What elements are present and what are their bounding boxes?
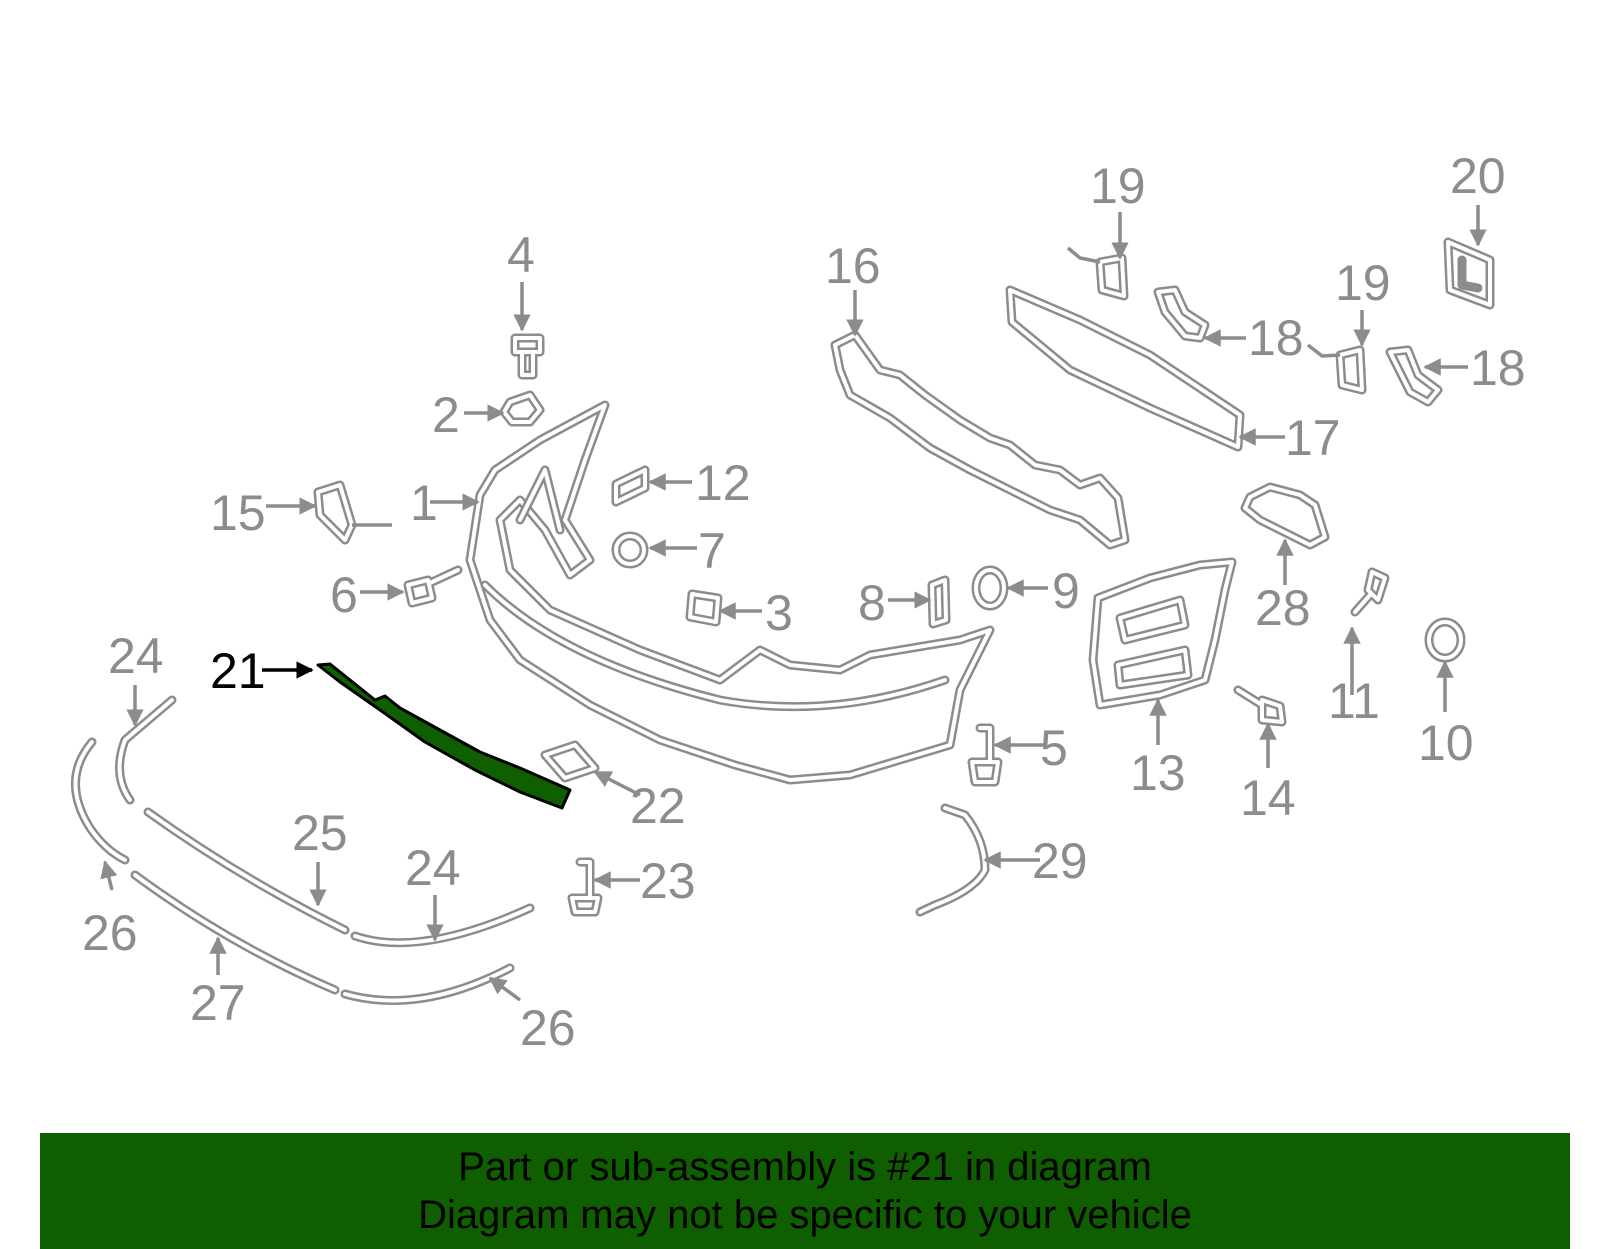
part-22-clip[interactable] — [540, 740, 600, 783]
label-19b: 19 — [1335, 255, 1391, 311]
part-20-plate[interactable] — [1443, 237, 1495, 310]
label-26a: 26 — [82, 905, 138, 961]
part-26-strip-right[interactable] — [340, 963, 515, 1005]
part-24-molding-left[interactable] — [115, 695, 177, 805]
label-29: 29 — [1032, 833, 1088, 889]
label-14: 14 — [1240, 770, 1296, 826]
part-13-guide[interactable] — [1088, 557, 1237, 710]
part-6-bolt[interactable] — [403, 565, 463, 608]
label-1: 1 — [410, 475, 438, 531]
label-20: 20 — [1450, 148, 1506, 204]
label-6: 6 — [330, 567, 358, 623]
label-24a: 24 — [108, 628, 164, 684]
part-labels: 1 2 3 4 5 6 7 8 9 10 11 12 13 14 15 16 1… — [82, 148, 1526, 1056]
part-19-plate-right[interactable] — [1306, 343, 1367, 395]
label-5: 5 — [1040, 720, 1068, 776]
label-18b: 18 — [1470, 340, 1526, 396]
part-29-harness[interactable] — [915, 803, 990, 917]
part-3-pad[interactable] — [685, 589, 723, 627]
part-1-bumper-cover[interactable] — [465, 400, 995, 785]
part-17-absorber[interactable] — [1005, 285, 1245, 452]
part-19-plate-left[interactable] — [1066, 246, 1129, 301]
part-21-highlighted[interactable] — [316, 662, 572, 810]
part-7-clip[interactable] — [611, 531, 649, 569]
banner-line-2: Diagram may not be specific to your vehi… — [418, 1193, 1192, 1237]
label-3: 3 — [765, 585, 793, 641]
part-10-nut[interactable] — [1424, 617, 1466, 663]
label-19a: 19 — [1090, 158, 1146, 214]
banner-line-1: Part or sub-assembly is #21 in diagram — [458, 1145, 1152, 1189]
part-11-rivet[interactable] — [1350, 567, 1390, 617]
label-24b: 24 — [405, 840, 461, 896]
label-28: 28 — [1255, 580, 1311, 636]
label-15: 15 — [210, 485, 266, 541]
label-11: 11 — [1328, 673, 1380, 729]
label-2: 2 — [432, 387, 460, 443]
part-14-bolt[interactable] — [1233, 685, 1287, 727]
part-18-bracket-left[interactable] — [1153, 285, 1210, 343]
leader-lines — [100, 205, 1487, 1002]
part-24-molding-right[interactable] — [350, 903, 535, 948]
label-10: 10 — [1418, 715, 1474, 771]
part-12-pad[interactable] — [611, 465, 650, 507]
part-16-reinforcement[interactable] — [830, 330, 1130, 550]
label-21: 21 — [210, 643, 266, 699]
part-15-pad[interactable] — [313, 480, 392, 545]
label-7: 7 — [698, 523, 726, 579]
label-23: 23 — [640, 853, 696, 909]
label-25: 25 — [292, 805, 348, 861]
part-8-pad[interactable] — [927, 575, 951, 629]
label-4: 4 — [507, 227, 535, 283]
part-25-molding-center[interactable] — [143, 807, 350, 935]
label-12: 12 — [695, 455, 751, 511]
label-26b: 26 — [520, 1000, 576, 1056]
part-4-bolt[interactable] — [510, 333, 545, 380]
info-banner: Part or sub-assembly is #21 in diagram D… — [40, 1133, 1570, 1249]
label-27: 27 — [190, 975, 246, 1031]
part-5-bolt[interactable] — [967, 723, 1003, 787]
label-13: 13 — [1130, 745, 1186, 801]
part-2-nut[interactable] — [499, 390, 545, 427]
part-26-strip-left[interactable] — [71, 737, 130, 865]
label-16: 16 — [825, 238, 881, 294]
part-27-strip-center[interactable] — [130, 870, 340, 995]
part-18-bracket-right[interactable] — [1385, 345, 1443, 407]
label-18a: 18 — [1248, 310, 1304, 366]
part-23-bolt[interactable] — [567, 857, 603, 917]
part-9-grommet[interactable] — [971, 565, 1009, 611]
label-17: 17 — [1285, 410, 1341, 466]
part-28-bracket[interactable] — [1240, 482, 1330, 550]
label-8: 8 — [858, 575, 886, 631]
label-22: 22 — [630, 778, 686, 834]
label-9: 9 — [1052, 563, 1080, 619]
